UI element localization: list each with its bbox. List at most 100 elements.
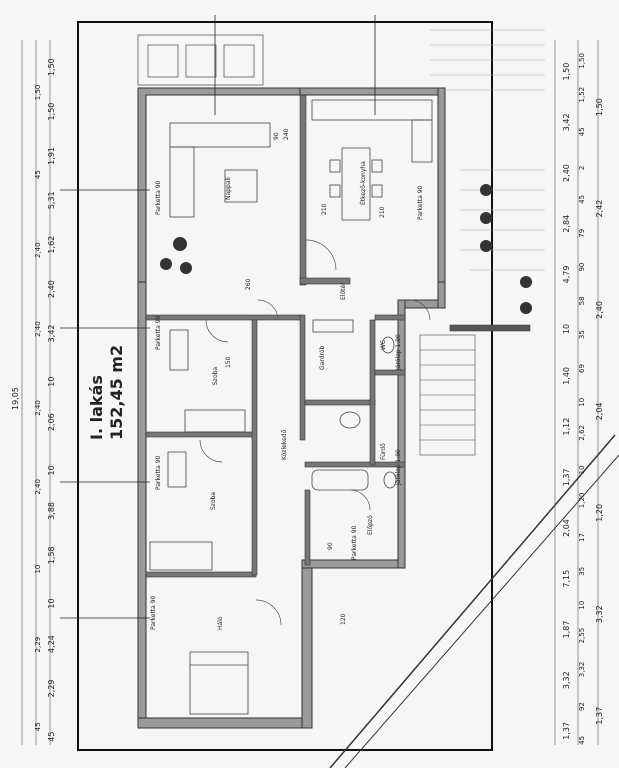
room-label-furdo: Fürdő [380, 443, 387, 460]
sink [339, 411, 361, 429]
room-label-elopzo: Előpzó [367, 515, 374, 535]
right-c-dim: 1,20 [595, 504, 604, 522]
right-b-dim: 1,50 [578, 53, 586, 69]
right-a-dim: 3,32 [562, 671, 571, 689]
room-label-haloszoba_1: Szoba [212, 367, 219, 385]
garden-planters [137, 34, 264, 86]
right-a-dim: 1,37 [562, 722, 571, 740]
door-dimension-label: 260 [245, 278, 252, 290]
room-label-nappali: Nappali [225, 177, 232, 200]
left-dimension-lines [21, 40, 51, 745]
right-b-dim: 35 [578, 330, 586, 339]
left-inner-dim: 2,40 [34, 242, 42, 258]
right-b-dim: 92 [578, 702, 586, 711]
room-floor-furdo: Járólap 1,80 [395, 449, 402, 486]
plan-area: 152,45 m2 [107, 345, 126, 440]
right-a-dim: 2,84 [562, 215, 571, 233]
left-outer-dim: 1,91 [47, 147, 56, 165]
left-outer-dim: 3,42 [47, 325, 56, 343]
room-label-etkezo: Étkező-konyha [359, 161, 367, 205]
room-floor-etkezo: Parketta 90 [417, 185, 424, 220]
door-dimension-label: 210 [321, 203, 328, 215]
right-b-dim: 10 [578, 601, 586, 610]
left-inner-dim: 1,50 [34, 85, 42, 101]
right-b-dim: 2 [578, 166, 586, 170]
right-a-dim: 3,42 [562, 113, 571, 131]
dim-right-b: 1,501,52452457990583569102,62101,2017351… [578, 53, 586, 745]
right-b-dim: 90 [578, 263, 586, 272]
wc-toilet [381, 336, 395, 354]
right-c-dim: 2,42 [595, 200, 604, 218]
property-line [329, 434, 616, 768]
right-a-dim: 2,40 [562, 164, 571, 182]
left-outer-dim: 10 [47, 465, 56, 475]
bed-1 [184, 409, 246, 433]
room-floor-wc: Járólap 1,80 [395, 334, 402, 371]
right-b-dim: 79 [578, 229, 586, 238]
left-total-dimension: 19,05 [11, 387, 20, 410]
left-inner-dim: 2,40 [34, 321, 42, 337]
room-floor-haloszoba_1: Parketta 90 [155, 315, 162, 350]
right-b-dim: 10 [578, 465, 586, 474]
room-label-gardrob: Gardrób [319, 345, 326, 370]
right-b-dim: 45 [578, 195, 586, 204]
right-a-dim: 4,79 [562, 266, 571, 284]
dining-table [329, 147, 383, 221]
room-floor-elopzo: Parketta 90 [351, 525, 358, 560]
room-floor-halo: Parketta 90 [150, 595, 157, 630]
left-outer-dim: 3,88 [47, 502, 56, 520]
left-outer-dim: 1,50 [47, 58, 56, 76]
left-outer-dim: 10 [47, 377, 56, 387]
living-sofa [169, 122, 271, 218]
desk-1 [169, 329, 189, 371]
bed-2 [149, 541, 213, 571]
right-a-dim: 1,50 [562, 63, 571, 81]
right-c-dim: 2,40 [595, 301, 604, 319]
room-label-kozlekedo: Közlekedő [281, 429, 288, 460]
left-inner-dim: 10 [34, 565, 42, 574]
left-inner-dim: 2,40 [34, 479, 42, 495]
bathtub [311, 469, 369, 491]
room-floor-haloszoba_2: Parketta 90 [155, 455, 162, 490]
dim-right-c: 1,502,422,402,041,203,321,37 [595, 98, 604, 724]
right-dimension-lines [554, 40, 599, 745]
door-dimension-label: 240 [283, 128, 290, 140]
master-bed [189, 651, 249, 715]
exterior-walls [137, 87, 446, 729]
room-floor-nappali: Parketta 90 [155, 180, 162, 215]
right-b-dim: 3,32 [578, 662, 586, 678]
right-a-dim: 7,15 [562, 570, 571, 588]
plant-icon [160, 184, 532, 314]
left-outer-dim: 2,06 [47, 413, 56, 431]
kitchen-counter-side [411, 119, 433, 163]
right-a-dim: 1,87 [562, 621, 571, 639]
entrance-stairs [419, 324, 531, 456]
room-label-eloter: Előtér [340, 282, 347, 300]
door-dimension-label: 90 [273, 132, 280, 140]
gardrob-shelf [312, 319, 354, 333]
room-label-wc: WC [380, 340, 387, 350]
right-a-dim: 10 [562, 324, 571, 334]
left-outer-dim: 45 [47, 732, 56, 742]
left-outer-dim: 10 [47, 598, 56, 608]
door-dimension-label: 210 [379, 206, 386, 218]
plan-frame [77, 21, 493, 751]
left-outer-dim: 2,40 [47, 280, 56, 298]
left-inner-dim: 45 [34, 170, 42, 179]
left-outer-dim: 1,58 [47, 546, 56, 564]
right-b-dim: 1,20 [578, 493, 586, 509]
left-inner-dim: 2,40 [34, 400, 42, 416]
kitchen-counter [311, 99, 433, 121]
right-b-dim: 1,52 [578, 87, 586, 103]
plan-title: I. lakás [87, 375, 106, 440]
dim-right-a: 1,503,422,402,844,79101,401,121,372,047,… [562, 63, 571, 740]
right-b-dim: 17 [578, 533, 586, 542]
room-label-haloszoba_2: Szoba [210, 492, 217, 510]
right-c-dim: 1,50 [595, 98, 604, 116]
right-c-dim: 1,37 [595, 707, 604, 725]
right-a-dim: 1,12 [562, 418, 571, 436]
door-dimension-label: 150 [225, 356, 232, 368]
door-dimension-label: 120 [340, 613, 347, 625]
